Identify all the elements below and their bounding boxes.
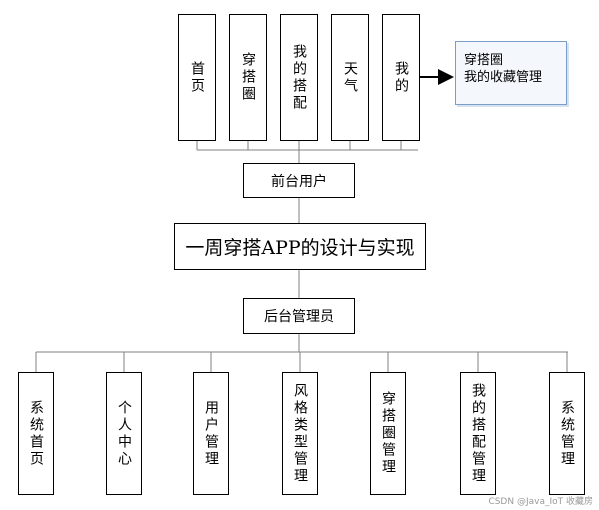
admin-node: 后台管理员 <box>243 298 355 334</box>
front-user-node: 前台用户 <box>243 163 355 198</box>
front-module-weather-label: 天气 <box>342 60 358 95</box>
back-module-my-outfits-management: 我的搭配管理 <box>460 372 496 495</box>
front-module-my-outfits-label: 我的搭配 <box>291 43 307 112</box>
back-module-system-management: 系统管理 <box>549 372 585 495</box>
watermark-text: CSDN @Java_IoT 收藏房 <box>488 497 593 507</box>
back-module-my-outfits-management-label: 我的搭配管理 <box>470 382 486 485</box>
system-title-node: 一周穿搭APP的设计与实现 <box>174 223 426 270</box>
back-module-system-home: 系统首页 <box>18 372 54 495</box>
front-module-my-outfits: 我的搭配 <box>280 14 318 141</box>
back-module-style-type-management: 风格类型管理 <box>282 372 318 495</box>
system-title-label: 一周穿搭APP的设计与实现 <box>185 237 415 259</box>
front-module-outfit-circle-label: 穿搭圈 <box>240 52 256 103</box>
back-module-style-type-management-label: 风格类型管理 <box>292 382 308 485</box>
back-module-system-home-label: 系统首页 <box>28 399 44 468</box>
front-module-mine-label: 我的 <box>393 60 409 95</box>
front-module-mine: 我的 <box>382 14 420 141</box>
back-module-personal-center: 个人中心 <box>106 372 142 495</box>
front-module-home: 首页 <box>178 14 216 141</box>
back-module-personal-center-label: 个人中心 <box>116 399 132 468</box>
back-module-outfit-circle-management: 穿搭圈管理 <box>370 372 406 495</box>
front-module-weather: 天气 <box>331 14 369 141</box>
back-module-outfit-circle-management-label: 穿搭圈管理 <box>380 391 396 476</box>
front-module-outfit-circle: 穿搭圈 <box>229 14 267 141</box>
back-module-user-management: 用户管理 <box>193 372 229 495</box>
back-module-user-management-label: 用户管理 <box>203 399 219 468</box>
mine-detail-note: 穿搭圈 我的收藏管理 <box>455 41 567 105</box>
front-module-home-label: 首页 <box>189 60 205 95</box>
mine-detail-line-2: 我的收藏管理 <box>464 70 543 85</box>
mine-detail-line-1: 穿搭圈 <box>464 53 504 68</box>
front-user-label: 前台用户 <box>271 173 327 190</box>
admin-label: 后台管理员 <box>264 309 334 325</box>
back-module-system-management-label: 系统管理 <box>559 399 575 468</box>
